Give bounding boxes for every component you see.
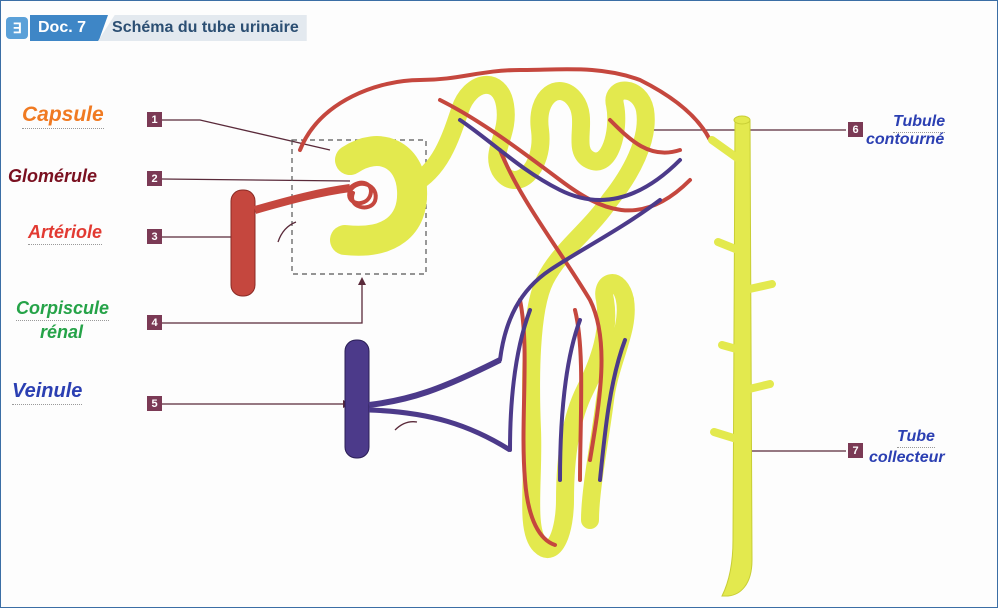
number-box-3: 3 bbox=[147, 229, 162, 244]
number-box-7: 7 bbox=[848, 443, 863, 458]
number-box-5: 5 bbox=[147, 396, 162, 411]
label-corpuscule-line1: Corpiscule bbox=[16, 298, 109, 321]
number-box-2: 2 bbox=[147, 171, 162, 186]
number-box-4: 4 bbox=[147, 315, 162, 330]
leader-line-corpuscule bbox=[162, 283, 362, 323]
label-arteriole: Artériole bbox=[28, 222, 102, 245]
flow-arrow-veinule bbox=[395, 422, 417, 430]
label-tubule-line1: Tubule bbox=[893, 113, 945, 133]
label-corpuscule-line2: rénal bbox=[40, 322, 83, 343]
label-veinule: Veinule bbox=[12, 380, 82, 405]
collecting-duct bbox=[722, 116, 752, 596]
label-tube-line2: collecteur bbox=[869, 449, 945, 467]
arteriole-vessel bbox=[231, 190, 255, 296]
bowman-capsule bbox=[345, 151, 412, 241]
number-box-6: 6 bbox=[848, 122, 863, 137]
flow-arrow-arteriole bbox=[278, 222, 296, 242]
label-tubule-line2: contourné bbox=[866, 131, 944, 149]
label-tube-line1: Tube bbox=[897, 428, 935, 448]
veinule-vessel bbox=[345, 340, 369, 458]
number-box-1: 1 bbox=[147, 112, 162, 127]
leader-line-capsule bbox=[162, 120, 330, 150]
afferent-arteriole bbox=[255, 188, 350, 210]
leader-line-glomerule bbox=[162, 179, 350, 181]
label-capsule: Capsule bbox=[22, 103, 104, 129]
label-glomerule: Glomérule bbox=[8, 166, 97, 187]
